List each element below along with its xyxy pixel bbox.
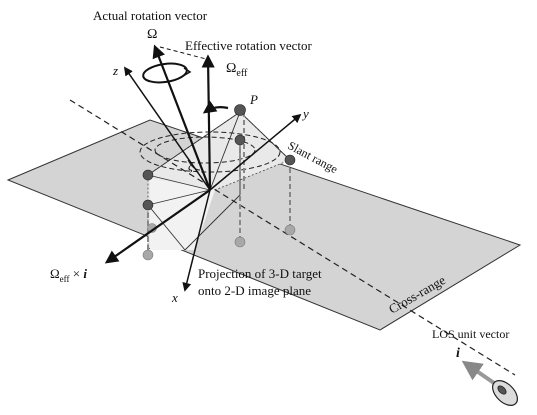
label-projection-line2: onto 2-D image plane [198, 283, 311, 298]
cross-product-vector [104, 189, 211, 264]
label-los-unit-vector: LOS unit vector [432, 327, 509, 341]
label-projection-line1: Projection of 3-D target [198, 266, 322, 281]
projection-lines [147, 112, 291, 255]
image-plane [6, 119, 522, 331]
y-axis [209, 113, 302, 191]
label-x-axis: x [171, 290, 178, 305]
label-effective-rotation-vector: Effective rotation vector [185, 38, 312, 53]
label-cross-product: Ωeff × i [50, 266, 87, 284]
slant-range-line [69, 99, 516, 376]
label-y-axis: y [301, 106, 309, 121]
label-point-p: P [249, 92, 258, 107]
label-actual-rotation-vector: Actual rotation vector [93, 8, 208, 23]
label-los-i: i [456, 346, 460, 361]
omega-connector-dashed [159, 46, 211, 61]
radar-dish-icon [492, 380, 518, 406]
projected-points [142, 223, 296, 261]
angle-symbol: ζ [188, 159, 194, 173]
label-omega: Ω [147, 27, 157, 42]
point-rotation-arrow [202, 100, 229, 114]
omega-eff-vector [201, 54, 215, 191]
los-arrow [461, 360, 496, 385]
rotation-ellipse-small [154, 136, 256, 164]
label-z-axis: z [112, 63, 118, 78]
omega-rotation-arrow [182, 67, 192, 77]
z-axis [123, 66, 211, 191]
scatterer-points [142, 104, 296, 211]
omega-vector [152, 44, 212, 191]
label-omega-eff: Ωeff [226, 61, 248, 79]
x-axis [182, 189, 211, 292]
